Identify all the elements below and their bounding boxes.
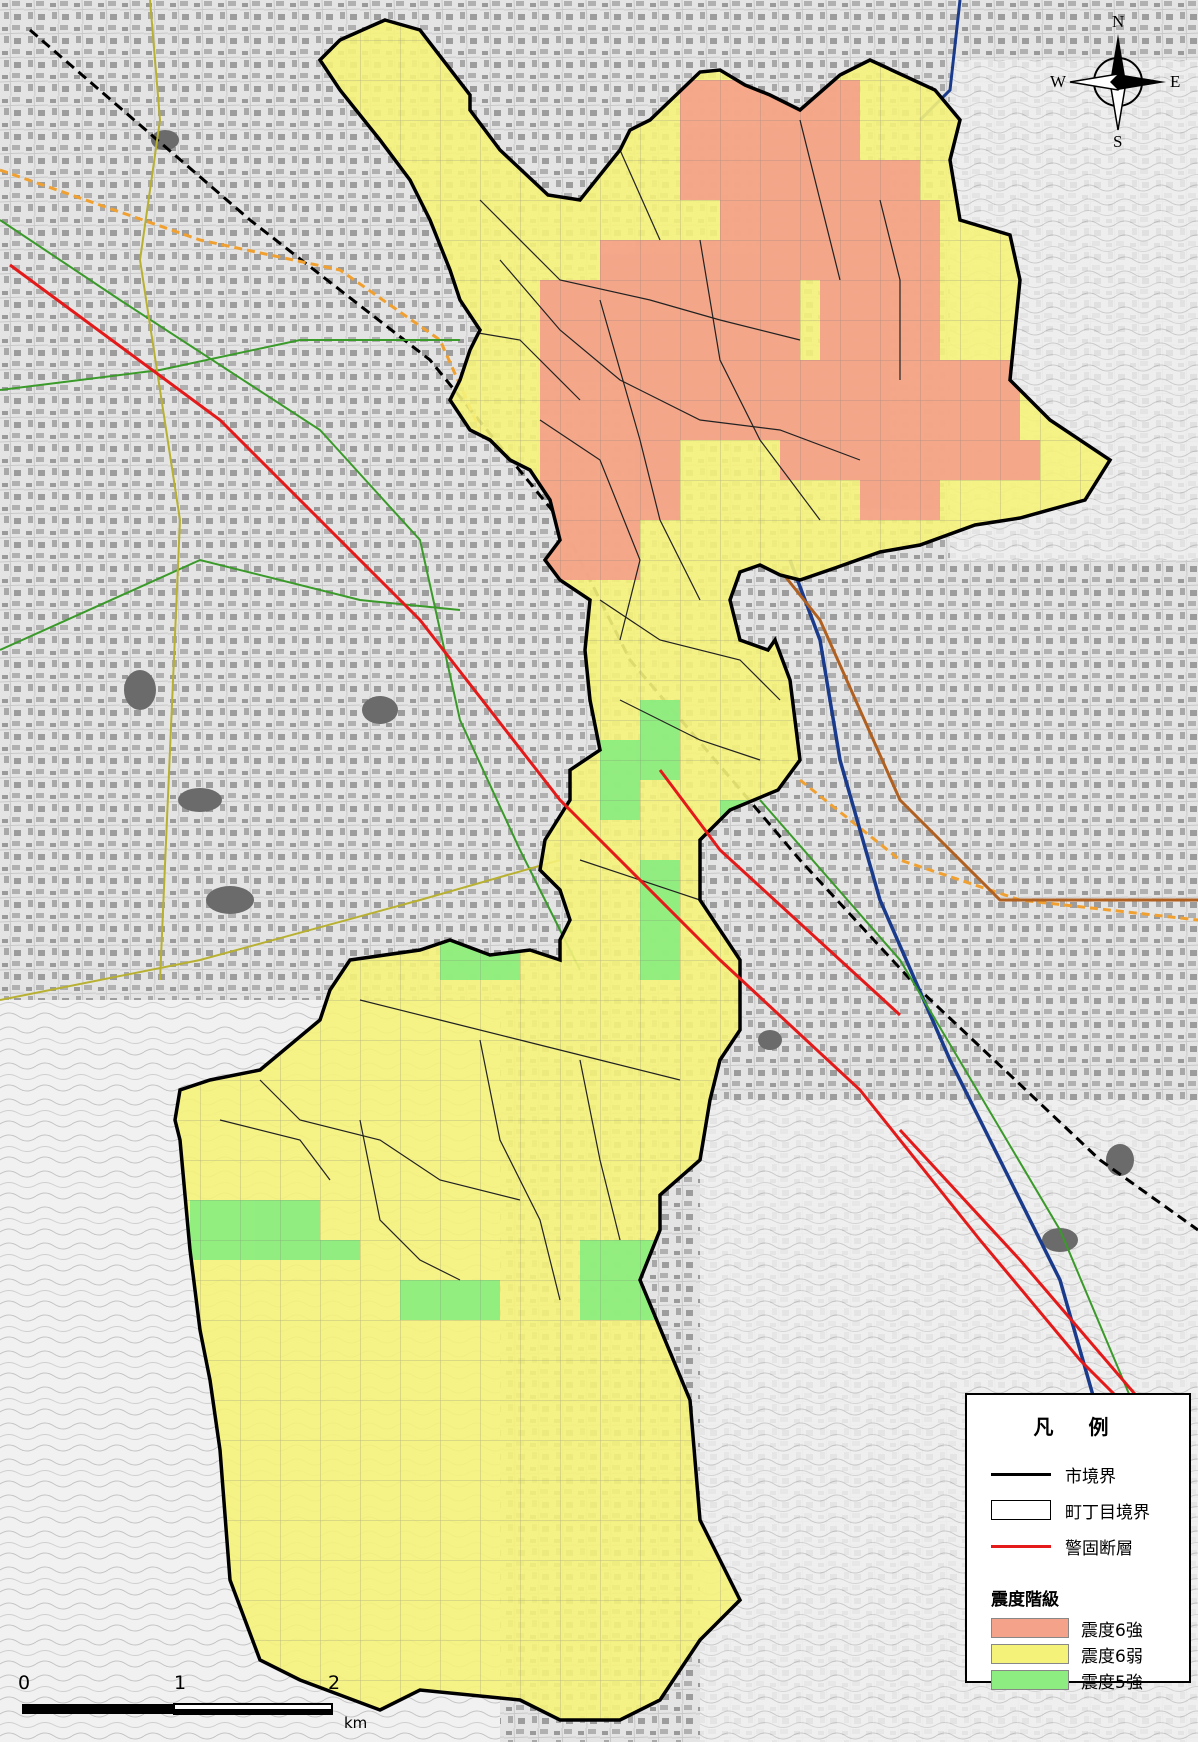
compass-icon (1069, 34, 1166, 131)
yellow-road-2 (0, 859, 561, 1001)
intensity-5-strong-swatch (991, 1670, 1069, 1690)
legend-item-intensity-5-strong: 震度5強 (991, 1667, 1143, 1693)
fault-symbol (991, 1544, 1051, 1548)
scale-unit: km (344, 1714, 368, 1732)
city-boundary-symbol (991, 1472, 1051, 1476)
green-road-3 (0, 339, 460, 391)
legend-label: 震度6強 (1081, 1620, 1143, 1641)
compass-east: E (1170, 72, 1181, 91)
scale-bar: 0 1 2 km (18, 1672, 367, 1732)
town-boundary-symbol (991, 1500, 1051, 1520)
compass-west: W (1050, 72, 1067, 91)
scale-label-0: 0 (18, 1672, 31, 1694)
legend-title: 凡 例 (1033, 1415, 1123, 1439)
legend-item-intensity-6-weak: 震度6弱 (991, 1641, 1143, 1667)
legend-item-fault: 警固断層 (991, 1533, 1133, 1559)
shinkansen-line (0, 168, 482, 431)
legend-label: 市境界 (1065, 1466, 1116, 1487)
compass-north: N (1112, 12, 1125, 31)
yellow-road-1 (138, 0, 182, 981)
intensity-6-weak-swatch (991, 1644, 1069, 1664)
legend-label: 警固断層 (1065, 1538, 1133, 1559)
railway-brown (778, 569, 1198, 902)
green-road-4 (759, 799, 1141, 1421)
green-road-1 (0, 219, 581, 971)
legend-item-intensity-6-strong: 震度6強 (991, 1615, 1143, 1641)
map-legend: 凡 例 市境界 町丁目境界 警固断層 震度階級 震度6強 震度6弱 震度5強 (965, 1393, 1191, 1693)
legend-item-town-boundary: 町丁目境界 (991, 1497, 1150, 1523)
green-road-2 (0, 558, 461, 651)
shinkansen-line-east (799, 778, 1198, 922)
compass-rose: N S E W (1048, 12, 1188, 152)
scale-bar-graphic (22, 1703, 333, 1715)
kego-fault (9, 263, 1142, 1422)
intensity-6-strong-swatch (991, 1618, 1069, 1638)
city-boundary (173, 18, 1113, 1722)
scale-label-2: 2 (328, 1672, 341, 1694)
legend-item-city-boundary: 市境界 (991, 1461, 1116, 1487)
expressway-main (788, 559, 1102, 1421)
legend-label: 町丁目境界 (1065, 1502, 1150, 1523)
legend-label: 震度5強 (1081, 1672, 1143, 1693)
legend-label: 震度6弱 (1081, 1646, 1143, 1667)
compass-south: S (1113, 132, 1123, 151)
scale-label-1: 1 (174, 1672, 187, 1694)
intensity-section-title: 震度階級 (991, 1590, 1059, 1610)
